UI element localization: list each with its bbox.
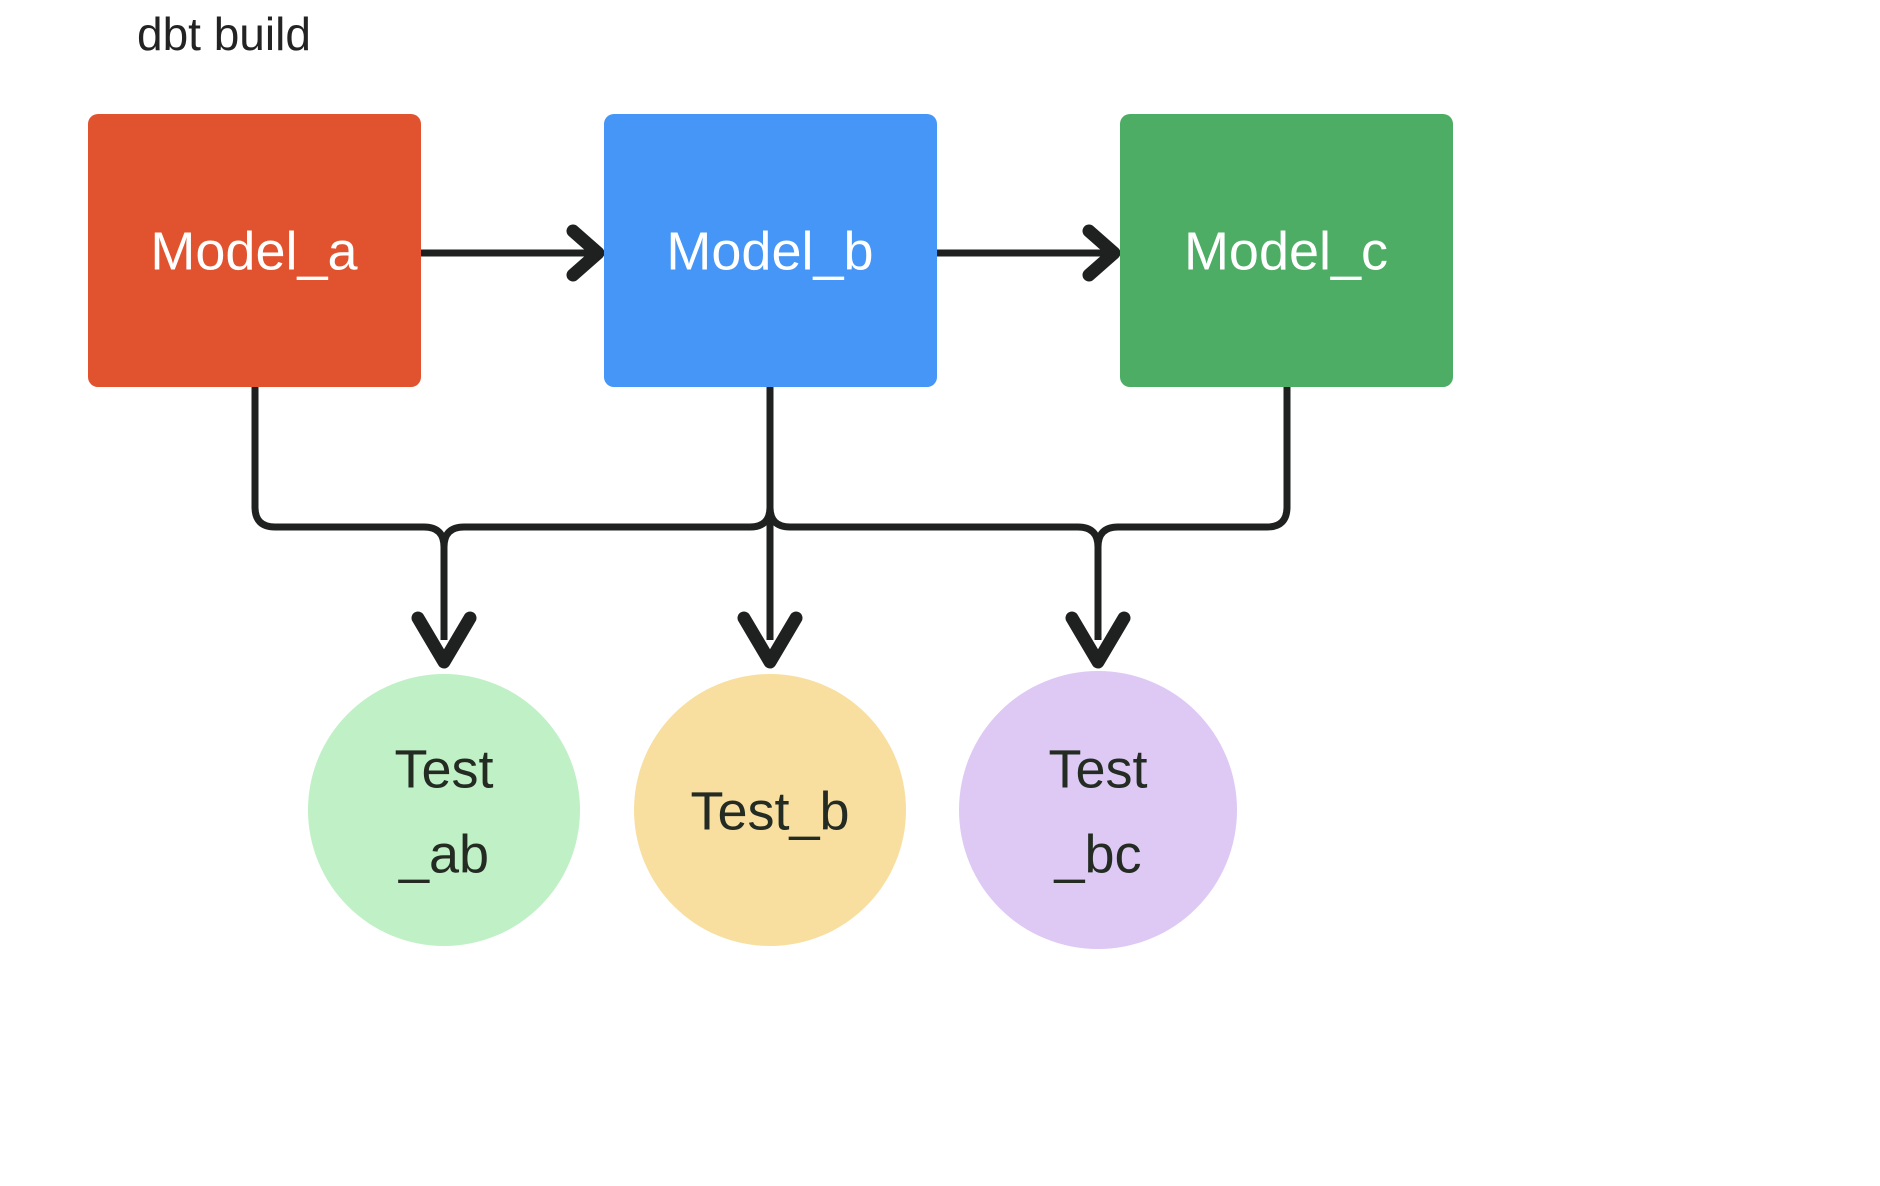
- test_b-shape[interactable]: [634, 674, 906, 946]
- model_a-shape[interactable]: [88, 114, 421, 387]
- diagram-title: dbt build: [137, 8, 311, 60]
- model_b-label: Model_b: [666, 221, 873, 281]
- test_bc-label-line2: _bc: [1053, 824, 1141, 884]
- edge-model_b-test_ab: [440, 387, 774, 640]
- edge-model_c-test_bc: [1094, 387, 1291, 640]
- edge-model_b-model_c: [937, 224, 1121, 282]
- model-node-model_b[interactable]: Model_b: [604, 114, 937, 387]
- model_c-label: Model_c: [1184, 221, 1388, 281]
- test-node-test_b[interactable]: Test_b: [634, 674, 906, 946]
- test-node-test_bc[interactable]: Test _bc: [959, 671, 1237, 949]
- test_ab-label-line1: Test: [394, 739, 493, 799]
- test_ab-label-line2: _ab: [398, 824, 489, 884]
- test_b-label-line1: Test_b: [690, 781, 849, 841]
- edge-model_a-model_b: [421, 224, 605, 282]
- model-node-model_c[interactable]: Model_c: [1120, 114, 1453, 387]
- model_c-shape[interactable]: [1120, 114, 1453, 387]
- test_bc-shape[interactable]: [959, 671, 1237, 949]
- test_bc-label-line1: Test: [1048, 739, 1147, 799]
- edge-layer: [251, 224, 1291, 669]
- model-node-model_a[interactable]: Model_a: [88, 114, 421, 387]
- edge-model_b-test_bc: [766, 387, 1131, 669]
- model_b-shape[interactable]: [604, 114, 937, 387]
- test_ab-shape[interactable]: [308, 674, 580, 946]
- test-node-test_ab[interactable]: Test _ab: [308, 674, 580, 946]
- edge-model_a-test_ab: [251, 387, 477, 669]
- model_a-label: Model_a: [150, 221, 358, 281]
